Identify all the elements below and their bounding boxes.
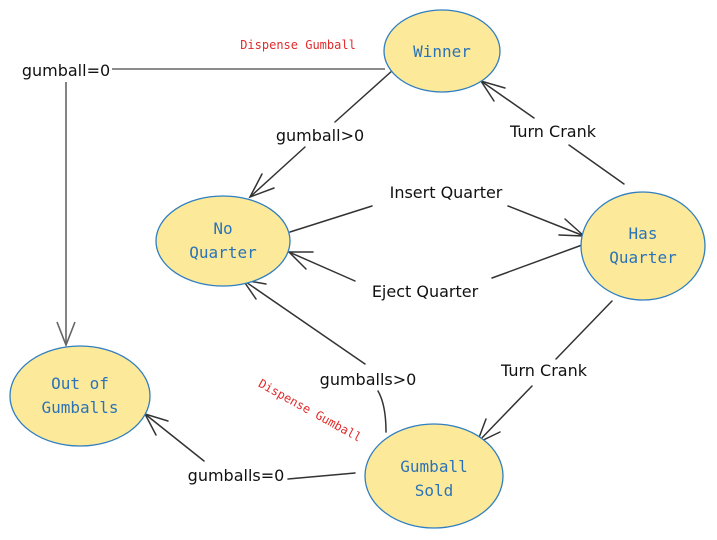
state-label: Quarter <box>609 248 677 267</box>
state-label: Gumball <box>400 457 467 476</box>
transition-label-eject-quarter: Eject Quarter <box>372 282 479 301</box>
state-out-of-gumballs[interactable]: Out of Gumballs <box>9 345 151 447</box>
edge-segment <box>289 205 373 233</box>
edge-winner-to-out-of-gumballs <box>56 68 385 348</box>
arrowhead-icon <box>287 251 314 270</box>
edge-segment <box>249 146 306 198</box>
transition-label-gumball-eq-0: gumball=0 <box>22 61 110 80</box>
state-gumball-sold[interactable]: Gumball Sold <box>364 423 504 529</box>
state-label: Has <box>629 224 658 243</box>
transition-label-turn-crank-sold: Turn Crank <box>500 361 588 380</box>
state-ellipse <box>580 191 706 301</box>
arrowhead-icon <box>248 173 275 199</box>
edge-segment <box>555 300 613 360</box>
edge-has-quarter-to-no-quarter <box>287 244 583 282</box>
transition-label-insert-quarter: Insert Quarter <box>390 183 503 202</box>
state-ellipse <box>9 345 151 447</box>
edge-segment <box>476 385 533 444</box>
edge-segment <box>144 413 205 462</box>
edge-segment <box>480 80 535 119</box>
edge-segment <box>377 390 387 433</box>
state-label: Sold <box>415 481 454 500</box>
state-no-quarter[interactable]: No Quarter <box>155 195 291 287</box>
edge-winner-to-no-quarter <box>248 69 394 199</box>
action-label-dispense-gumball-winner: Dispense Gumball <box>240 38 356 52</box>
transition-label-gumballs-gt-0: gumballs>0 <box>320 370 417 389</box>
edge-segment <box>288 251 356 282</box>
state-winner[interactable]: Winner <box>383 9 501 93</box>
state-ellipse <box>383 9 501 93</box>
state-ellipse <box>364 423 504 529</box>
state-label: Gumballs <box>41 398 118 417</box>
state-label: No <box>213 219 232 238</box>
edge-segment <box>287 472 356 480</box>
transition-label-gumball-gt-0: gumball>0 <box>276 126 364 145</box>
state-label: Winner <box>413 42 471 61</box>
arrowhead-icon <box>56 321 76 348</box>
state-has-quarter[interactable]: Has Quarter <box>580 191 706 301</box>
edge-segment <box>334 69 394 123</box>
edge-segment <box>242 279 366 365</box>
transition-label-gumballs-eq-0: gumballs=0 <box>188 466 285 485</box>
transition-label-turn-crank-winner: Turn Crank <box>509 122 597 141</box>
edge-segment <box>507 205 585 237</box>
edge-segment <box>491 244 583 279</box>
edge-no-quarter-to-has-quarter <box>289 205 587 237</box>
edge-segment <box>568 144 625 185</box>
state-label: Out of <box>51 374 109 393</box>
state-label: Quarter <box>189 243 257 262</box>
state-ellipse <box>155 195 291 287</box>
